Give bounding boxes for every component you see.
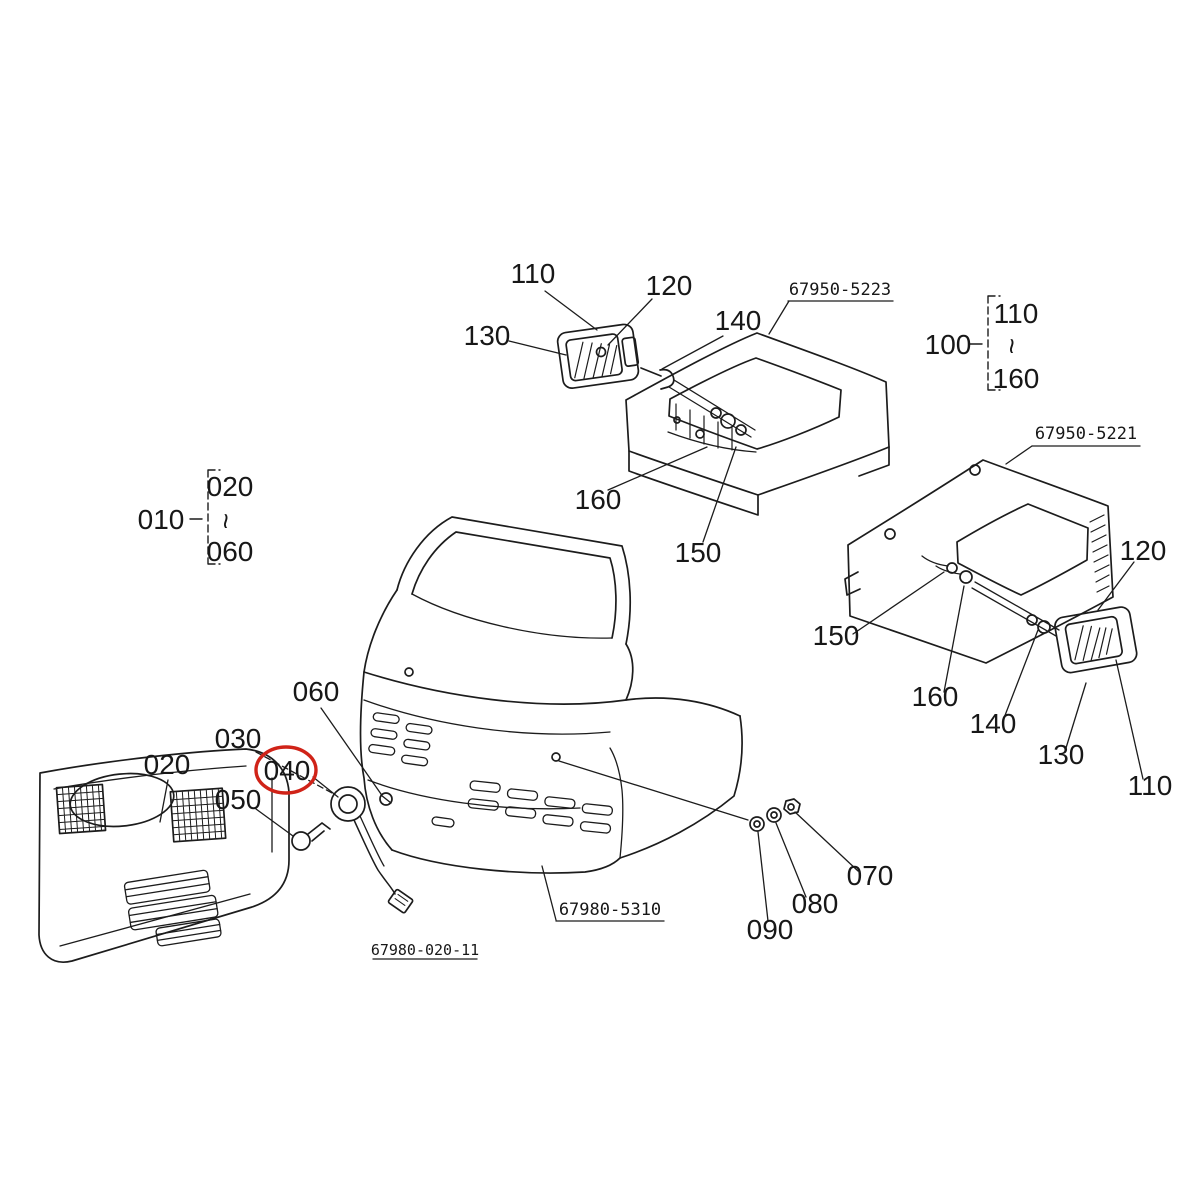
- hood-right-panel: [844, 459, 1114, 664]
- callout-120-top[interactable]: 120: [646, 270, 693, 301]
- hood-top-panel: [625, 332, 890, 516]
- lamp-unit-right: [971, 581, 1138, 674]
- callout-030[interactable]: 030: [215, 723, 262, 754]
- callout-060[interactable]: 060: [293, 676, 340, 707]
- callout-100-range-to: 160: [993, 363, 1040, 394]
- callout-070[interactable]: 070: [847, 860, 894, 891]
- callout-010-range-to: 060: [207, 536, 254, 567]
- callout-150-right[interactable]: 150: [813, 620, 860, 651]
- callout-140-right[interactable]: 140: [970, 708, 1017, 739]
- part-ref-bonnet: 67980-5310: [559, 900, 661, 920]
- callout-130-right[interactable]: 130: [1038, 739, 1085, 770]
- tilde-010: ~: [211, 513, 242, 529]
- callout-100-range-from: 110: [994, 298, 1039, 329]
- group-brackets: [189, 295, 1001, 565]
- callout-120-right[interactable]: 120: [1120, 535, 1167, 566]
- callout-100-group[interactable]: 100: [925, 329, 972, 360]
- callout-160-top[interactable]: 160: [575, 484, 622, 515]
- leader-lines: [159, 290, 1144, 960]
- lamp-unit-top: [556, 323, 756, 438]
- fastener-set: [749, 798, 801, 832]
- part-ref-right-panel: 67950-5221: [1035, 424, 1137, 444]
- callout-040-highlighted[interactable]: 040: [264, 755, 311, 786]
- bonnet: [359, 516, 743, 874]
- headlight-bulb-assembly: [291, 786, 414, 914]
- highlight-circle-040: [254, 745, 318, 795]
- labels: 110 120 130 140 160 150 67950-5223 100 1…: [138, 258, 1173, 959]
- part-ref-top-panel: 67950-5223: [789, 280, 891, 300]
- callout-160-right[interactable]: 160: [912, 681, 959, 712]
- figure-code: 67980-020-11: [371, 941, 479, 959]
- callout-010-range-from: 020: [207, 471, 254, 502]
- callout-150-top[interactable]: 150: [675, 537, 722, 568]
- callout-110-top[interactable]: 110: [511, 258, 556, 289]
- callout-050[interactable]: 050: [215, 784, 262, 815]
- tilde-100: ~: [997, 338, 1028, 354]
- callout-080[interactable]: 080: [792, 888, 839, 919]
- callout-010-group[interactable]: 010: [138, 504, 185, 535]
- front-grille-panel: [38, 748, 290, 963]
- callout-090[interactable]: 090: [747, 914, 794, 945]
- callout-020[interactable]: 020: [144, 749, 191, 780]
- callout-140-top[interactable]: 140: [715, 305, 762, 336]
- callout-110-right[interactable]: 110: [1128, 770, 1173, 801]
- callout-130-top[interactable]: 130: [464, 320, 511, 351]
